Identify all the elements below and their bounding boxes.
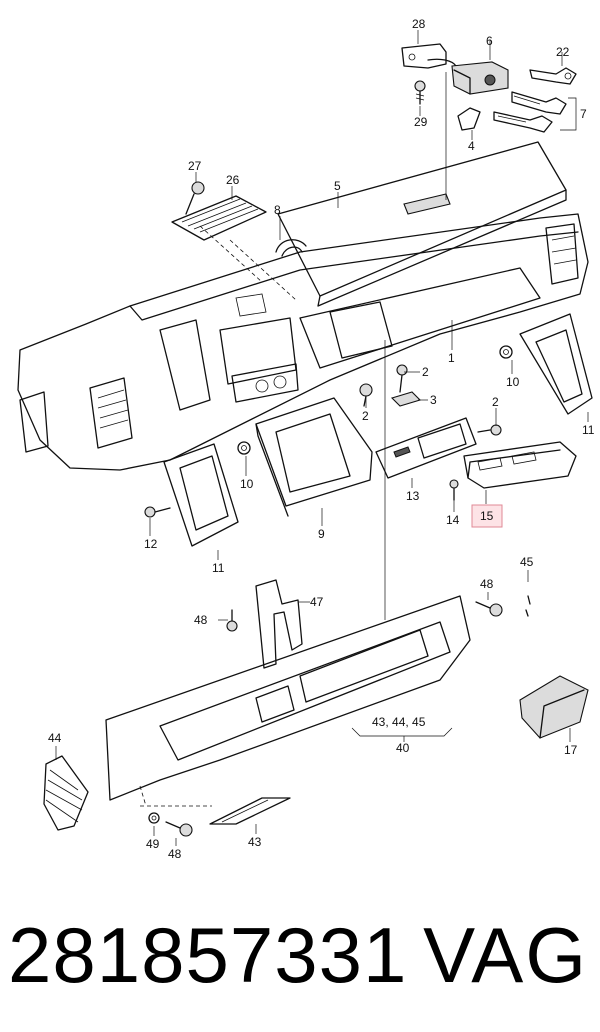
footer: 281857331 VAG bbox=[0, 900, 600, 1010]
callout-49: 49 bbox=[146, 837, 160, 851]
callout-48-left: 48 bbox=[194, 613, 208, 627]
button-part-17 bbox=[519, 675, 589, 739]
callout-5: 5 bbox=[334, 179, 341, 193]
retaining-clip-part-4 bbox=[457, 107, 481, 131]
ashtray-part-15 bbox=[463, 441, 577, 489]
part-number: 281857331 bbox=[8, 911, 408, 999]
screw-part-12 bbox=[144, 506, 171, 518]
screw-part-2-a bbox=[396, 364, 408, 393]
trim-plate-part-43 bbox=[209, 797, 291, 825]
callout-2-center: 2 bbox=[422, 365, 429, 379]
callout-43: 43 bbox=[248, 835, 262, 849]
callout-9: 9 bbox=[318, 527, 325, 541]
callout-27: 27 bbox=[188, 159, 202, 173]
callout-4: 4 bbox=[468, 139, 475, 153]
screw-part-27 bbox=[185, 181, 205, 215]
screw-part-48-b bbox=[475, 601, 503, 617]
callout-40: 40 bbox=[396, 741, 410, 755]
speaker-grille-part-26 bbox=[171, 195, 267, 241]
callout-47: 47 bbox=[310, 595, 324, 609]
vent-cover-part-11-right bbox=[519, 313, 593, 415]
glovebox-lid-part-5 bbox=[277, 141, 567, 307]
callout-22: 22 bbox=[556, 45, 570, 59]
lock-bracket-part-28 bbox=[401, 43, 457, 69]
lower-trim-panel-part-40 bbox=[105, 595, 471, 801]
grille-part-44 bbox=[43, 755, 89, 831]
callout-10-right: 10 bbox=[506, 375, 520, 389]
washer-part-49 bbox=[148, 812, 160, 824]
switch-panel-part-13 bbox=[375, 417, 477, 479]
callout-3: 3 bbox=[430, 393, 437, 407]
callout-48-right: 48 bbox=[480, 577, 494, 591]
screw-part-2-c bbox=[477, 424, 502, 436]
callout-13: 13 bbox=[406, 489, 420, 503]
callout-17: 17 bbox=[564, 743, 578, 757]
dashboard-panel-part-1 bbox=[17, 213, 589, 471]
callout-1: 1 bbox=[448, 351, 455, 365]
callout-11-right: 11 bbox=[582, 423, 595, 437]
lock-cylinder-housing-part-6 bbox=[451, 61, 509, 95]
callout-29: 29 bbox=[414, 115, 428, 129]
callout-14: 14 bbox=[446, 513, 460, 527]
callout-8: 8 bbox=[274, 203, 281, 217]
callout-48-bottom: 48 bbox=[168, 847, 182, 861]
instrument-bezel-part-9 bbox=[255, 397, 373, 517]
screw-part-48-c bbox=[165, 821, 193, 837]
clip-part-3 bbox=[390, 391, 422, 407]
clip-part-10-b bbox=[237, 441, 251, 455]
callout-2-right: 2 bbox=[492, 395, 499, 409]
callout-12: 12 bbox=[144, 537, 158, 551]
callout-2-left: 2 bbox=[362, 409, 369, 423]
clip-part-45 bbox=[525, 595, 531, 617]
callout-10-left: 10 bbox=[240, 477, 254, 491]
clip-part-10-a bbox=[499, 345, 513, 359]
screw-part-14 bbox=[449, 479, 459, 501]
screw-part-48-a bbox=[226, 609, 238, 632]
brand-name: VAG bbox=[423, 911, 588, 999]
vent-cover-part-11-left bbox=[163, 443, 239, 547]
callout-15: 15 bbox=[480, 509, 494, 523]
hinge-part-8 bbox=[275, 239, 307, 257]
callout-6: 6 bbox=[486, 34, 493, 48]
callout-45: 45 bbox=[520, 555, 534, 569]
key-set-part-7 bbox=[493, 91, 567, 133]
exploded-parts-diagram: 28 6 22 29 4 7 27 26 5 8 1 10 2 3 2 2 11… bbox=[17, 17, 595, 861]
callout-7: 7 bbox=[580, 107, 587, 121]
callout-26: 26 bbox=[226, 173, 240, 187]
callout-group-43-44-45: 43, 44, 45 bbox=[372, 715, 426, 729]
support-bracket-part-47 bbox=[255, 579, 303, 669]
key-part-22 bbox=[529, 67, 577, 85]
callout-15-highlighted: 15 bbox=[471, 504, 503, 528]
callout-11-left: 11 bbox=[212, 561, 225, 575]
callout-28: 28 bbox=[412, 17, 426, 31]
screw-part-29 bbox=[414, 80, 426, 105]
callout-44: 44 bbox=[48, 731, 62, 745]
